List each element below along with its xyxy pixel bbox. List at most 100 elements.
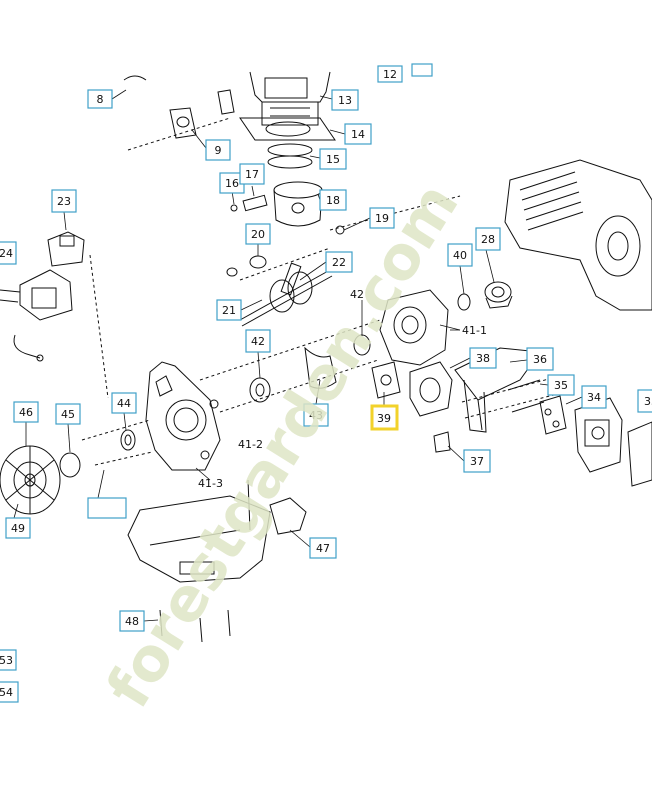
label-54[interactable]: 54 bbox=[0, 681, 19, 703]
ignition-coil bbox=[0, 231, 85, 362]
svg-text:35: 35 bbox=[554, 379, 568, 392]
svg-text:40: 40 bbox=[453, 249, 467, 262]
svg-text:24: 24 bbox=[0, 247, 13, 260]
label-46[interactable]: 46 bbox=[13, 401, 39, 423]
screw-48-3 bbox=[227, 609, 231, 637]
svg-text:45: 45 bbox=[61, 408, 75, 421]
leader-lines bbox=[13, 89, 583, 622]
svg-text:39: 39 bbox=[377, 412, 391, 425]
piston-ring-2 bbox=[267, 155, 313, 169]
label-40[interactable]: 40 bbox=[447, 243, 473, 267]
watermark: forestgarden.com bbox=[93, 171, 472, 720]
label-22[interactable]: 22 bbox=[325, 251, 353, 273]
oil-seal-left bbox=[59, 452, 81, 478]
svg-text:18: 18 bbox=[326, 194, 340, 207]
svg-text:13: 13 bbox=[338, 94, 352, 107]
svg-text:14: 14 bbox=[351, 128, 365, 141]
cylinder-gasket bbox=[239, 117, 336, 141]
label-13[interactable]: 13 bbox=[331, 89, 359, 111]
label-34[interactable]: 34 bbox=[581, 385, 607, 409]
crankcase-left-half bbox=[145, 361, 221, 471]
svg-text:22: 22 bbox=[332, 256, 346, 269]
reed-gasket-39 bbox=[371, 361, 401, 399]
air-filter-base bbox=[627, 421, 652, 487]
intake-gasket bbox=[169, 89, 235, 139]
label-41-1[interactable]: 41-1 bbox=[462, 324, 487, 337]
oil-seal-right bbox=[457, 293, 471, 311]
svg-text:47: 47 bbox=[316, 542, 330, 555]
label-53[interactable]: 53 bbox=[0, 649, 17, 671]
svg-text:53: 53 bbox=[0, 654, 13, 667]
svg-text:forestgarden.com: forestgarden.com bbox=[93, 171, 472, 720]
label-partial-box bbox=[411, 63, 433, 77]
label-21[interactable]: 21 bbox=[216, 299, 242, 321]
svg-text:19: 19 bbox=[375, 212, 389, 225]
svg-text:43: 43 bbox=[309, 409, 323, 422]
label-18[interactable]: 18 bbox=[319, 189, 347, 211]
bracket-37 bbox=[433, 431, 451, 453]
label-38[interactable]: 38 bbox=[469, 347, 497, 369]
label-37[interactable]: 37 bbox=[463, 449, 491, 473]
recoil-starter-housing bbox=[504, 159, 652, 311]
label-28[interactable]: 28 bbox=[475, 227, 501, 251]
label-42[interactable]: 42 bbox=[245, 329, 271, 353]
svg-text:36: 36 bbox=[533, 353, 547, 366]
label-43[interactable]: 43 bbox=[303, 403, 329, 427]
label-19[interactable]: 19 bbox=[369, 207, 395, 229]
needle-bearing bbox=[249, 255, 267, 269]
label-17[interactable]: 17 bbox=[239, 163, 265, 185]
label-41-3[interactable]: 41-3 bbox=[198, 477, 223, 490]
label-15[interactable]: 15 bbox=[319, 148, 347, 170]
svg-text:54: 54 bbox=[0, 686, 13, 699]
label-47[interactable]: 47 bbox=[309, 537, 337, 559]
svg-text:33: 33 bbox=[644, 395, 652, 408]
label-24[interactable]: 24 bbox=[0, 241, 17, 265]
svg-text:17: 17 bbox=[245, 168, 259, 181]
label-12[interactable]: 12 bbox=[377, 65, 403, 83]
label-8[interactable]: 8 bbox=[87, 89, 113, 109]
label-45[interactable]: 45 bbox=[55, 403, 81, 425]
crankcase-right-half bbox=[379, 289, 449, 366]
label-33[interactable]: 33 bbox=[637, 389, 652, 413]
screw-35 bbox=[507, 379, 541, 391]
label-41-4[interactable] bbox=[87, 497, 127, 519]
label-14[interactable]: 14 bbox=[344, 123, 372, 145]
svg-text:21: 21 bbox=[222, 304, 236, 317]
cylinder-top-part bbox=[123, 71, 331, 126]
label-48[interactable]: 48 bbox=[119, 610, 145, 632]
crankshaft bbox=[239, 262, 333, 327]
svg-text:8: 8 bbox=[97, 93, 104, 106]
svg-text:12: 12 bbox=[383, 68, 397, 81]
engine-line-art bbox=[0, 71, 652, 643]
piston-ring-1 bbox=[267, 143, 313, 157]
label-20[interactable]: 20 bbox=[245, 223, 271, 245]
svg-text:20: 20 bbox=[251, 228, 265, 241]
svg-text:42: 42 bbox=[251, 335, 265, 348]
label-36[interactable]: 36 bbox=[526, 347, 554, 371]
svg-text:16: 16 bbox=[225, 177, 239, 190]
svg-text:38: 38 bbox=[476, 352, 490, 365]
label-23[interactable]: 23 bbox=[51, 189, 77, 213]
carburetor bbox=[574, 397, 623, 473]
label-44[interactable]: 44 bbox=[111, 392, 137, 414]
piston bbox=[273, 181, 323, 227]
svg-text:44: 44 bbox=[117, 397, 131, 410]
svg-text:49: 49 bbox=[11, 522, 25, 535]
svg-text:37: 37 bbox=[470, 455, 484, 468]
screw-48-2 bbox=[199, 617, 203, 643]
label-9[interactable]: 9 bbox=[205, 139, 231, 161]
crank-bearing-left bbox=[120, 429, 136, 451]
label-49[interactable]: 49 bbox=[5, 517, 31, 539]
label-42-upper[interactable]: 42 bbox=[350, 288, 364, 301]
starter-pulley bbox=[484, 281, 513, 309]
label-39-highlighted[interactable]: 39 bbox=[370, 404, 399, 431]
svg-text:28: 28 bbox=[481, 233, 495, 246]
carb-gasket-34 bbox=[539, 395, 567, 435]
label-35[interactable]: 35 bbox=[547, 374, 575, 396]
svg-text:9: 9 bbox=[215, 144, 222, 157]
crankcase-gasket bbox=[304, 346, 337, 389]
label-16[interactable]: 16 bbox=[219, 172, 245, 194]
fuel-tank bbox=[127, 495, 307, 583]
label-41-2[interactable]: 41-2 bbox=[238, 438, 263, 451]
